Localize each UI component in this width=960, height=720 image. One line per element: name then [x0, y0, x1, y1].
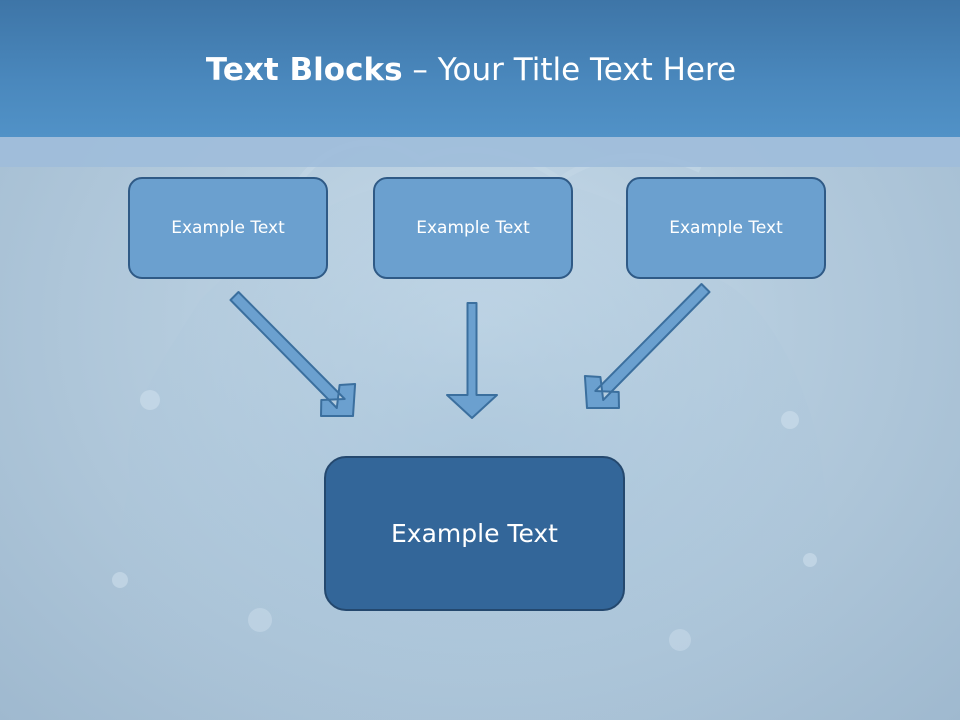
text-block-1-label: Example Text: [171, 218, 285, 238]
title-bold: Text Blocks: [205, 52, 403, 88]
title-bar: [0, 0, 960, 137]
arrow-center: [446, 302, 498, 419]
title-separator: –: [402, 52, 438, 88]
title-rest: Your Title Text Here: [437, 52, 737, 88]
arrow-right: [583, 283, 711, 409]
title-band: [0, 137, 960, 167]
text-block-1[interactable]: Example Text: [128, 177, 328, 279]
text-block-3-label: Example Text: [669, 218, 783, 238]
text-block-2-label: Example Text: [416, 218, 530, 238]
text-block-2[interactable]: Example Text: [373, 177, 573, 279]
text-block-3[interactable]: Example Text: [626, 177, 826, 279]
slide-title: Text Blocks – Your Title Text Here: [0, 52, 942, 88]
main-text-block-label: Example Text: [391, 519, 558, 548]
main-text-block[interactable]: Example Text: [324, 456, 625, 611]
arrow-left: [229, 291, 357, 417]
